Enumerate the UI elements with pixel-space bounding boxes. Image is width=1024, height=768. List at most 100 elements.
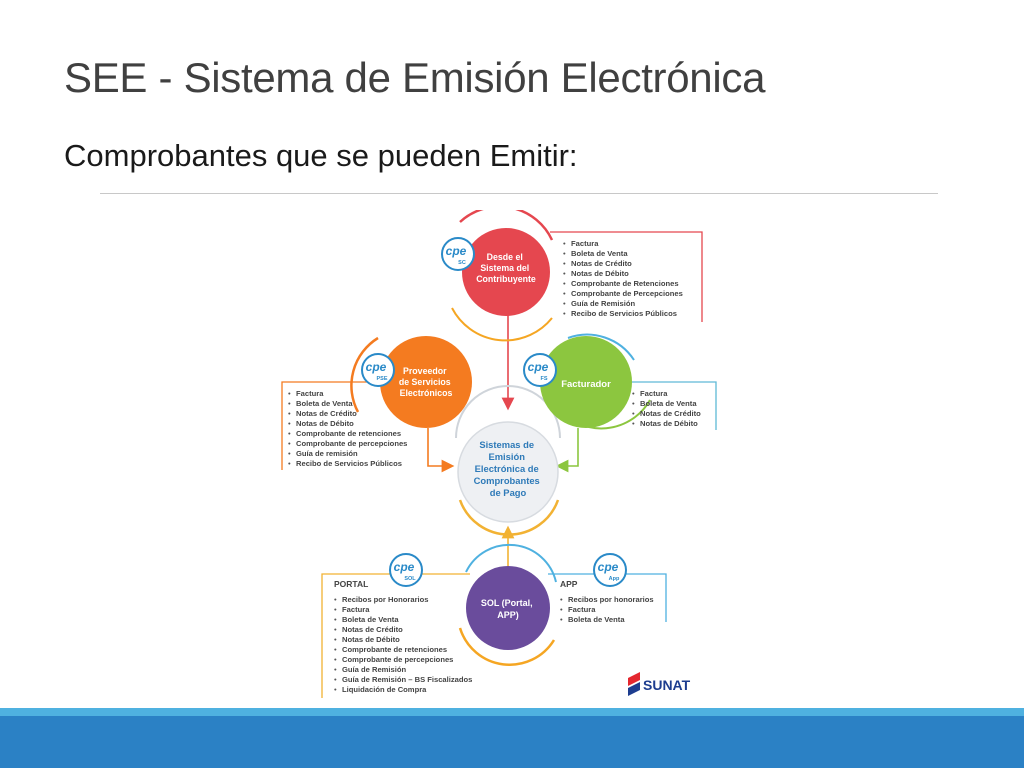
list-item: Liquidación de Compra [342,685,427,694]
slide-subtitle: Comprobantes que se pueden Emitir: [64,138,578,173]
svg-text:FS: FS [540,376,547,382]
list-bullet: • [334,595,337,604]
list-bullet: • [563,249,566,258]
svg-text:cpe: cpe [598,560,619,574]
node-sc-label: Desde el Sistema del Contribuyente [476,252,536,284]
cpe-badge-fs: cpe FS [523,353,557,387]
list-bullet: • [334,685,337,694]
list-item: Comprobante de percepciones [296,439,407,448]
list-bullet: • [288,439,291,448]
list-item: Guía de Remisión [571,299,636,308]
list-bullet: • [334,675,337,684]
list-item: Boleta de Venta [568,615,625,624]
list-fs: •Factura•Boleta de Venta•Notas de Crédit… [632,389,701,428]
node-fs-circle [540,336,632,428]
list-item: Comprobante de Retenciones [571,279,679,288]
svg-text:App: App [609,576,620,582]
list-bullet: • [334,655,337,664]
list-item: Boleta de Venta [571,249,628,258]
list-bullet: • [334,625,337,634]
footer-bar [0,716,1024,768]
footer-accent-bar [0,708,1024,716]
list-item: Factura [568,605,596,614]
title-divider [100,193,938,194]
cpe-badge-app: cpe App [593,553,627,587]
list-bullet: • [632,419,635,428]
node-sol-label: SOL (Portal, APP) [481,598,535,620]
list-item: Recibos por honorarios [568,595,654,604]
list-bullet: • [288,409,291,418]
node-arcs [350,205,651,666]
portal-heading: PORTAL [334,579,368,589]
list-bullet: • [560,595,563,604]
list-bullet: • [563,269,566,278]
node-sol-circle [466,566,550,650]
center-label: Sistemas de Emisión Electrónica de Compr… [474,439,543,498]
list-item: Recibo de Servicios Públicos [571,309,677,318]
app-heading: APP [560,579,578,589]
list-bullet: • [334,635,337,644]
list-bullet: • [334,615,337,624]
list-item: Guía de remisión [296,449,358,458]
node-pse-circle [380,336,472,428]
list-item: Notas de Crédito [296,409,357,418]
list-bullet: • [563,259,566,268]
node-pse-label: Proveedor de Servicios Electrónicos [399,366,453,398]
list-bullet: • [563,239,566,248]
list-bullet: • [563,299,566,308]
list-bullet: • [288,449,291,458]
list-item: Comprobante de retenciones [342,645,447,654]
list-app: • Recibos por honorarios • Factura • Boleta d… [560,595,654,624]
list-item: Comprobante de percepciones [342,655,453,664]
connectors [427,306,579,568]
list-bullet: • [288,389,291,398]
list-bullet: • [288,459,291,468]
svg-text:cpe: cpe [366,360,387,374]
list-sc: •Factura•Boleta de Venta•Notas de Crédit… [563,239,683,318]
list-item: Notas de Crédito [640,409,701,418]
svg-text:SOL: SOL [404,576,416,582]
list-item: Notas de Crédito [342,625,403,634]
list-item: Factura [342,605,370,614]
cpe-badge-sol: cpe SOL [389,553,423,587]
list-bullet: • [563,279,566,288]
list-portal: • Recibos por Honorarios • Factura • Boleta d… [334,595,472,694]
list-item: Factura [571,239,599,248]
svg-text:cpe: cpe [446,244,467,258]
list-bullet: • [288,399,291,408]
node-fs-label: Facturador [561,379,611,390]
list-bullet: • [560,605,563,614]
svg-text:PSE: PSE [376,376,387,382]
list-bullet: • [632,399,635,408]
cpe-diagram: Desde el Sistema del Contribuyente Prove… [270,205,740,706]
svg-text:SC: SC [458,260,466,266]
list-bullet: • [288,419,291,428]
sunat-logo: SUNAT [628,672,691,696]
list-bullet: • [563,309,566,318]
list-item: Notas de Débito [296,419,354,428]
list-item: Notas de Débito [640,419,698,428]
list-item: Recibos por Honorarios [342,595,429,604]
list-item: Comprobante de retenciones [296,429,401,438]
cpe-badge-sc: cpe SC [441,237,475,271]
list-item: Boleta de Venta [342,615,399,624]
svg-text:cpe: cpe [528,360,549,374]
list-item: Notas de Débito [571,269,629,278]
list-item: Recibo de Servicios Públicos [296,459,402,468]
list-bullet: • [632,389,635,398]
svg-text:SUNAT: SUNAT [643,677,691,693]
list-bullet: • [334,665,337,674]
list-bullet: • [632,409,635,418]
list-bullet: • [288,429,291,438]
list-item: Comprobante de Percepciones [571,289,683,298]
list-pse: • Factura • Boleta de Venta • Notas de Crédit… [288,389,407,468]
list-item: Guía de Remisión – BS Fiscalizados [342,675,472,684]
node-sc-circle [462,228,550,316]
list-bullet: • [563,289,566,298]
list-bullet: • [334,645,337,654]
slide-title: SEE - Sistema de Emisión Electrónica [64,54,766,101]
svg-text:cpe: cpe [394,560,415,574]
list-item: Factura [296,389,324,398]
list-item: Boleta de Venta [296,399,353,408]
list-bullet: • [560,615,563,624]
